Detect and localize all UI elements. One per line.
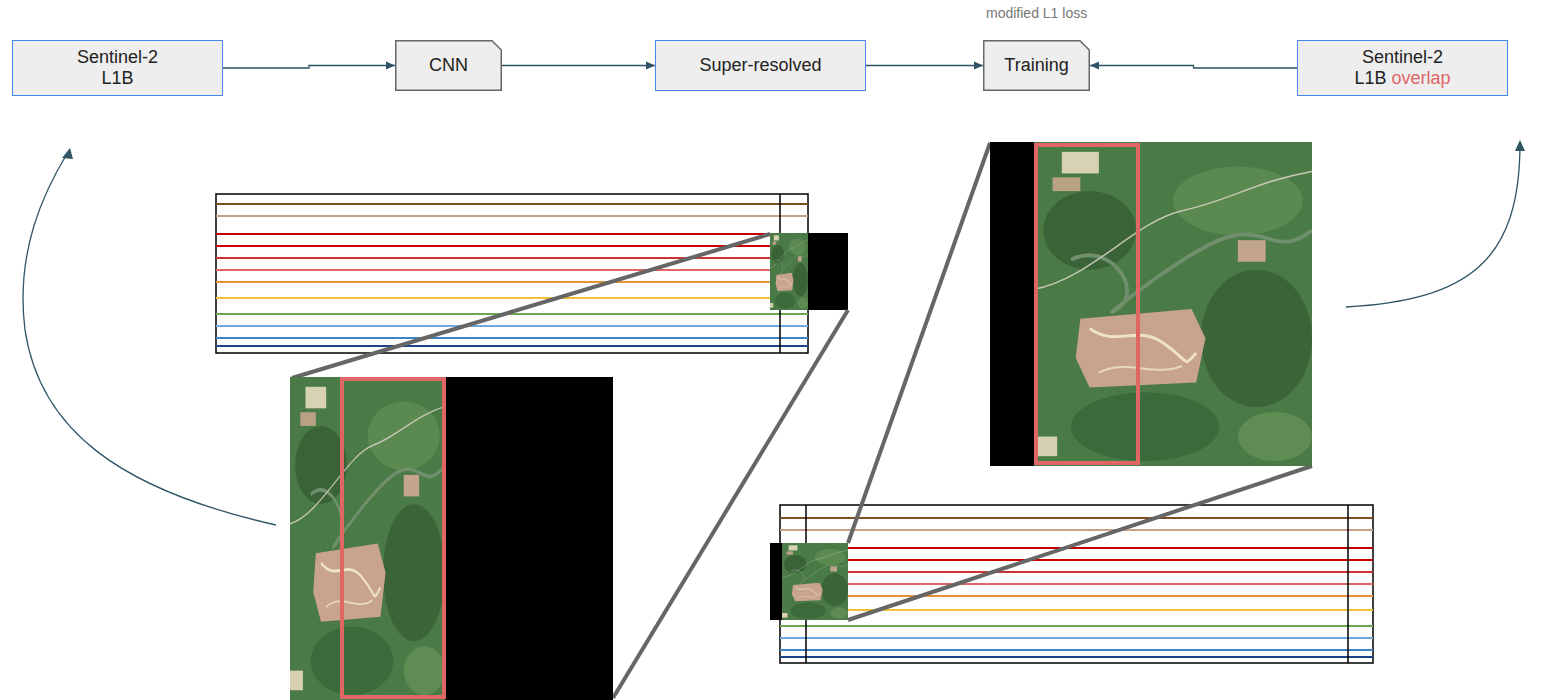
box-text: Training (1004, 55, 1068, 76)
tag-box: Training (983, 40, 1090, 91)
zoomed-image-right (990, 142, 1312, 466)
flow-arrow (866, 65, 983, 66)
swath-strip-bottom (770, 505, 1373, 663)
box-label: Training (1004, 55, 1068, 75)
flow-arrow (223, 66, 395, 69)
box-text: Sentinel-2 L1B (63, 47, 173, 89)
process-box: Super-resolved (655, 40, 866, 91)
highlight-word: overlap (1392, 68, 1451, 88)
tag-shape (396, 41, 502, 91)
process-box: Sentinel-2 L1Boverlap (1297, 40, 1508, 96)
box-label: Super-resolved (699, 55, 821, 75)
pointer-arrows (23, 140, 1525, 525)
box-label: Sentinel-2 L1B (77, 47, 158, 88)
loss-note: modified L1 loss (986, 5, 1087, 21)
zoom-lines (292, 143, 1312, 698)
box-text: Sentinel-2 L1Boverlap (1347, 47, 1459, 89)
flow-arrow (502, 65, 655, 66)
zoomed-image-left (290, 377, 613, 700)
process-box: Sentinel-2 L1B (12, 40, 223, 96)
box-text: CNN (429, 55, 468, 76)
swath-strip-top (216, 194, 848, 353)
tag-box: CNN (395, 40, 502, 91)
tag-shape (984, 41, 1090, 91)
box-text: Super-resolved (699, 55, 821, 76)
box-label: CNN (429, 55, 468, 75)
flow-arrow (1090, 66, 1297, 69)
